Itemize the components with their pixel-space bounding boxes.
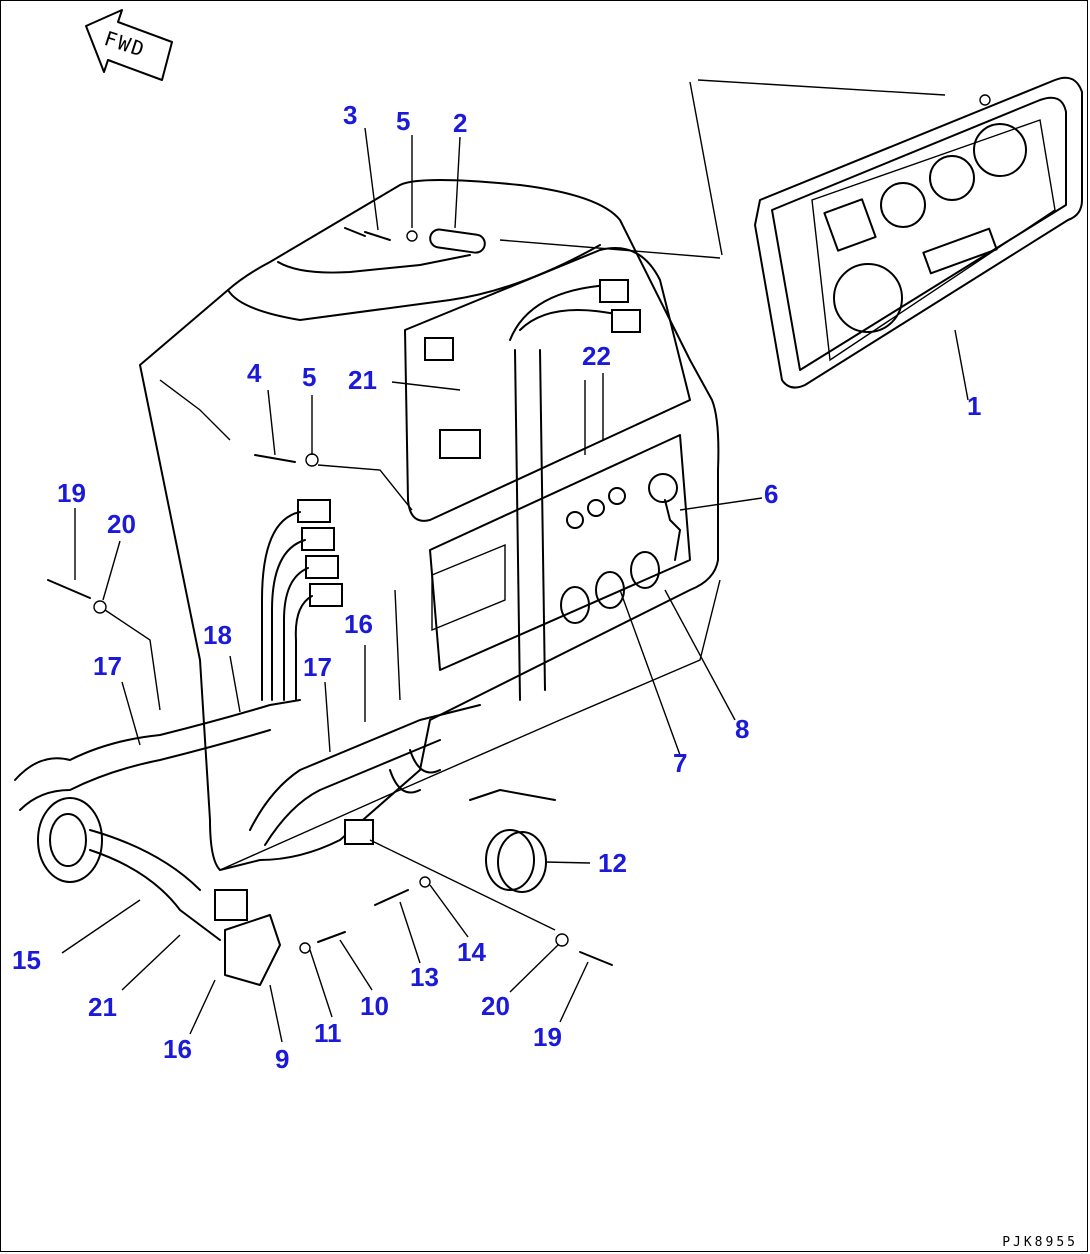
callout-17-right: 17 [303,652,332,682]
callout-20-right: 20 [481,991,510,1021]
wiring-harness [14,699,556,986]
callout-7: 7 [673,748,688,778]
callout-12: 12 [598,848,627,878]
callout-16-lower: 16 [163,1034,192,1064]
callout-6: 6 [764,479,779,509]
callout-8: 8 [735,714,750,744]
callout-3: 3 [343,100,358,130]
callout-19-left: 19 [57,478,86,508]
callout-18: 18 [203,620,232,650]
callout-5-lower: 5 [302,362,317,392]
callout-5-upper: 5 [396,106,411,136]
callout-19-right: 19 [533,1022,562,1052]
callout-10: 10 [360,991,389,1021]
callout-22: 22 [582,341,611,371]
callout-20-left: 20 [107,509,136,539]
relay-group [261,499,343,701]
callout-15: 15 [12,945,41,975]
internal-harness [424,279,681,701]
callout-17-left: 17 [93,651,122,681]
callout-4: 4 [247,358,262,388]
callout-11: 11 [314,1018,342,1048]
callout-9: 9 [275,1044,290,1074]
callout-1: 1 [967,391,982,421]
drawing-code: PJK8955 [1002,1235,1078,1250]
forward-arrow-icon [85,9,173,81]
callout-2: 2 [453,108,468,138]
leader-lines [61,127,969,1043]
callout-21-lower: 21 [88,992,117,1022]
callout-16-upper: 16 [344,609,373,639]
callout-13: 13 [410,962,439,992]
fasteners [47,227,613,966]
instrument-panel [499,76,1083,389]
callout-14: 14 [457,937,486,967]
callout-21-upper: 21 [348,365,377,395]
console-body [139,179,721,871]
